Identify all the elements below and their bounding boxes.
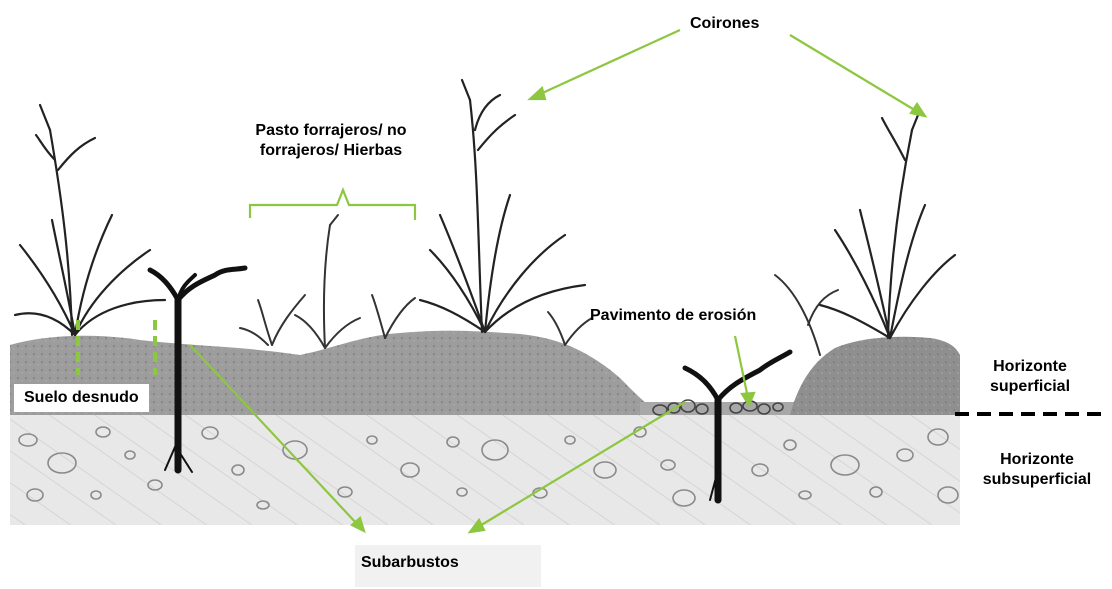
arrow-coiron-center [538, 30, 680, 95]
arrowhead-coiron-center [530, 88, 545, 99]
label-horizonte-superficial: Horizonte superficial [960, 357, 1100, 397]
coiron-left [15, 105, 165, 335]
small-grasses [240, 215, 838, 355]
arrow-pavement [735, 336, 748, 398]
label-suelo-desnudo: Suelo desnudo [14, 384, 149, 412]
arrow-coiron-right [790, 35, 918, 112]
label-pastos: Pasto forrajeros/ no forrajeros/ Hierbas [226, 121, 436, 161]
label-horizonte-subsuperficial: Horizonte subsuperficial [962, 450, 1112, 490]
label-horizonte-sup-line1: Horizonte [960, 357, 1100, 377]
label-coirones: Coirones [690, 14, 759, 34]
label-horizonte-sub-line1: Horizonte [962, 450, 1112, 470]
label-pastos-line2: forrajeros/ Hierbas [226, 141, 436, 161]
label-horizonte-sup-line2: superficial [960, 377, 1100, 397]
arrowhead-coiron-right [911, 104, 925, 116]
subsurface-horizon [10, 415, 960, 525]
label-pavimento: Pavimento de erosión [590, 306, 756, 326]
label-subarbustos: Subarbustos [355, 545, 541, 587]
coiron-right [820, 110, 955, 338]
pasture-bracket [250, 190, 415, 220]
coiron-center [420, 80, 585, 332]
label-pastos-line1: Pasto forrajeros/ no [226, 121, 436, 141]
label-horizonte-sub-line2: subsuperficial [962, 470, 1112, 490]
